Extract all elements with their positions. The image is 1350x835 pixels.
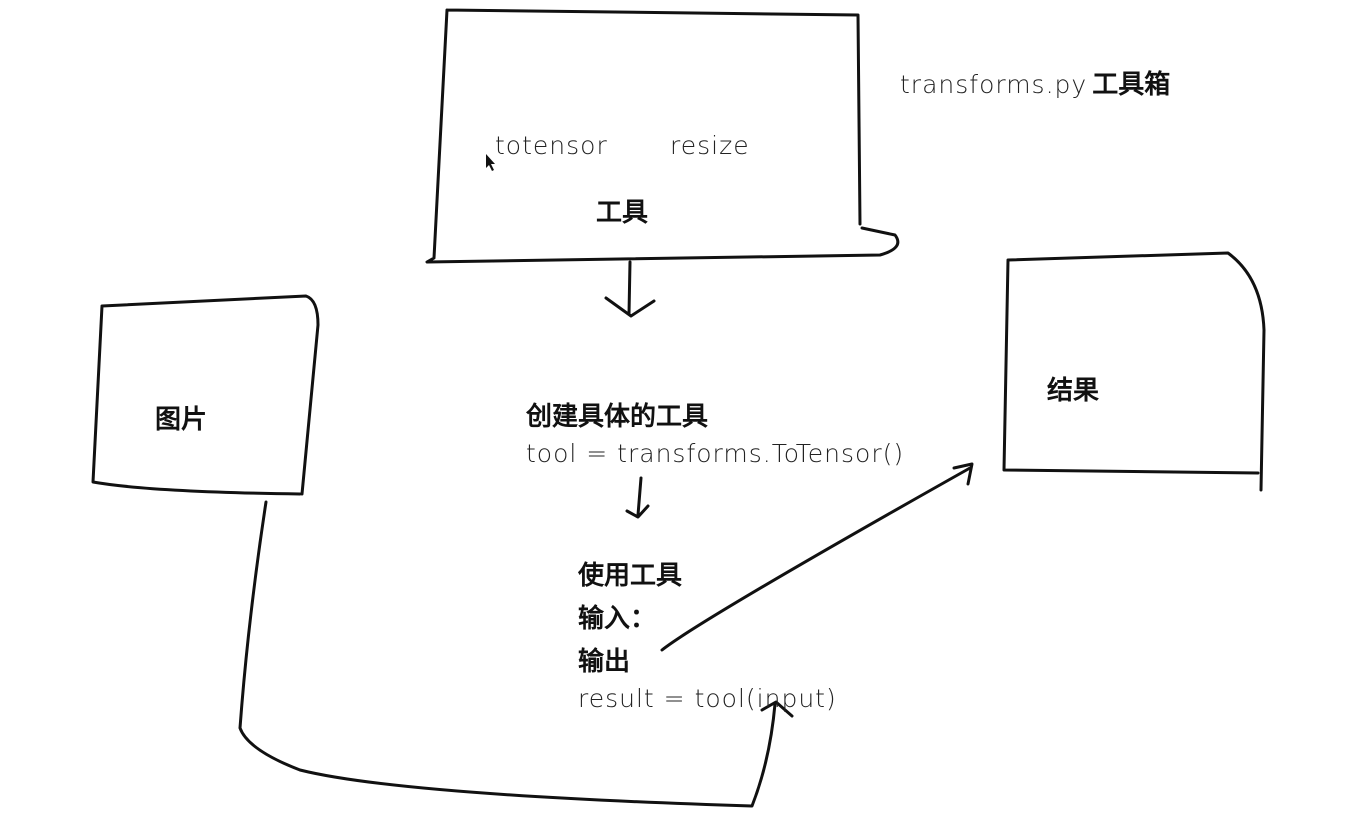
toolbox-item-totensor: totensor bbox=[495, 131, 608, 160]
image-box-label: 图片 bbox=[155, 405, 208, 435]
create-step: 创建具体的工具 tool = transforms.ToTensor() bbox=[526, 396, 904, 468]
image-box bbox=[91, 294, 320, 496]
toolbox-box bbox=[425, 8, 900, 264]
create-step-title: 创建具体的工具 bbox=[526, 402, 709, 432]
output-to-result-arrow bbox=[660, 462, 974, 652]
use-step: 使用工具 输入： 输出 result = tool(input) bbox=[578, 555, 837, 713]
header-title-suffix: 工具箱 bbox=[1092, 70, 1171, 100]
toolbox-to-create-arrow bbox=[604, 260, 656, 318]
image-to-tool-input-path bbox=[238, 500, 794, 808]
use-step-output-label: 输出 bbox=[578, 647, 631, 677]
use-step-input-label: 输入： bbox=[578, 604, 657, 634]
header-title: transforms.py 工具箱 bbox=[900, 72, 1170, 98]
toolbox-label: 工具 bbox=[596, 198, 649, 228]
create-to-use-arrow bbox=[625, 476, 650, 519]
create-step-code: tool = transforms.ToTensor() bbox=[526, 439, 905, 468]
result-box bbox=[1002, 251, 1266, 492]
mouse-cursor-icon bbox=[486, 154, 495, 171]
use-step-title: 使用工具 bbox=[578, 561, 683, 591]
toolbox-item-resize: resize bbox=[670, 131, 750, 160]
result-box-label: 结果 bbox=[1047, 376, 1100, 406]
use-step-code: result = tool(input) bbox=[578, 684, 837, 713]
header-filename: transforms.py bbox=[900, 70, 1088, 99]
